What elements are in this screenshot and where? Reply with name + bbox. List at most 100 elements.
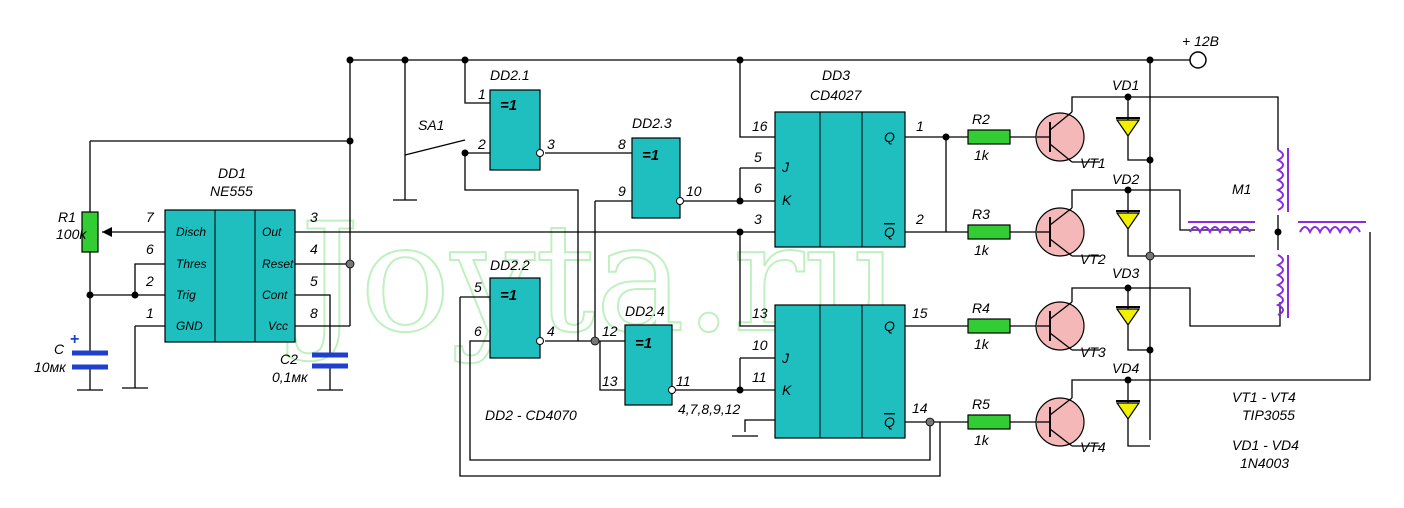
svg-text:Cont: Cont — [262, 288, 288, 302]
svg-text:6: 6 — [146, 241, 154, 257]
svg-text:DD2.3: DD2.3 — [632, 115, 672, 131]
transistor-vt3: VT3 — [1035, 301, 1106, 360]
dd1-ne555: DD1 NE555 Disch Thres Trig GND Out Reset… — [145, 165, 318, 343]
transistor-vt1: VT1 — [1035, 111, 1106, 171]
diode-vd2: VD2 — [1112, 171, 1141, 231]
svg-text:R3: R3 — [972, 206, 990, 222]
svg-text:J: J — [781, 159, 790, 175]
svg-text:GND: GND — [176, 319, 203, 333]
svg-text:Q: Q — [884, 318, 895, 334]
svg-text:10: 10 — [752, 337, 768, 353]
svg-text:4: 4 — [547, 323, 555, 339]
svg-text:100k: 100k — [56, 226, 87, 242]
component-notes: VT1 - VT4 TIP3055 VD1 - VD4 1N4003 — [1232, 389, 1299, 471]
svg-text:4,7,8,9,12: 4,7,8,9,12 — [678, 401, 740, 417]
svg-text:VD1 - VD4: VD1 - VD4 — [1232, 437, 1299, 453]
svg-text:1k: 1k — [974, 147, 990, 163]
svg-text:VD1: VD1 — [1112, 77, 1139, 93]
power-terminal: + 12В — [1182, 33, 1219, 69]
resistor-r4: R4 1k — [967, 300, 1011, 352]
dd1-ref: DD1 — [218, 165, 246, 181]
resistor-r2: R2 1k — [967, 111, 1011, 163]
svg-text:2: 2 — [145, 273, 154, 289]
svg-text:Out: Out — [262, 225, 282, 239]
svg-text:Vcc: Vcc — [268, 319, 288, 333]
svg-text:1k: 1k — [974, 242, 990, 258]
svg-text:3: 3 — [754, 211, 762, 227]
svg-text:10мк: 10мк — [34, 359, 67, 375]
svg-text:R2: R2 — [972, 111, 990, 127]
svg-text:DD2.4: DD2.4 — [625, 303, 665, 319]
r1-potentiometer: R1 100k — [56, 209, 112, 253]
svg-text:M1: M1 — [1232, 181, 1251, 197]
svg-text:16: 16 — [752, 118, 768, 134]
svg-text:Q: Q — [884, 224, 895, 240]
svg-text:12: 12 — [602, 323, 618, 339]
svg-text:=1: =1 — [642, 147, 659, 164]
svg-text:DD2.1: DD2.1 — [490, 67, 530, 83]
svg-text:R5: R5 — [972, 396, 990, 412]
svg-text:Reset: Reset — [262, 257, 294, 271]
svg-text:2: 2 — [915, 211, 924, 227]
svg-text:DD3: DD3 — [822, 67, 850, 83]
svg-text:+: + — [70, 331, 79, 348]
junction-dots — [86, 56, 1282, 427]
resistor-r3: R3 1k — [967, 206, 1011, 258]
svg-text:1k: 1k — [974, 432, 990, 448]
svg-text:VD3: VD3 — [1112, 265, 1139, 281]
svg-text:=1: =1 — [500, 97, 517, 114]
dd1-model: NE555 — [210, 183, 253, 199]
svg-text:VD2: VD2 — [1112, 171, 1139, 187]
svg-text:3: 3 — [547, 136, 555, 152]
svg-text:TIP3055: TIP3055 — [1242, 407, 1295, 423]
svg-text:=1: =1 — [500, 287, 517, 304]
svg-text:DD2.2: DD2.2 — [490, 257, 530, 273]
svg-text:C2: C2 — [280, 351, 298, 367]
power-label: + 12В — [1182, 33, 1219, 49]
gate-dd2-4: =1 DD2.4 12 13 11 — [602, 303, 691, 406]
svg-text:Q: Q — [884, 414, 895, 430]
svg-text:VT1: VT1 — [1080, 155, 1106, 171]
svg-text:9: 9 — [618, 183, 626, 199]
svg-text:1k: 1k — [974, 336, 990, 352]
gate-dd2-2: =1 DD2.2 5 6 4 — [474, 257, 555, 359]
svg-text:VD4: VD4 — [1112, 360, 1139, 376]
svg-text:K: K — [782, 382, 792, 398]
svg-text:VT4: VT4 — [1080, 439, 1106, 455]
svg-text:Disch: Disch — [176, 225, 206, 239]
svg-text:5: 5 — [754, 149, 762, 165]
svg-text:C: C — [54, 341, 65, 357]
svg-text:15: 15 — [912, 305, 928, 321]
svg-text:K: K — [782, 192, 792, 208]
svg-text:1: 1 — [478, 86, 486, 102]
svg-text:10: 10 — [686, 183, 702, 199]
svg-text:=1: =1 — [635, 335, 652, 352]
svg-text:2: 2 — [477, 136, 486, 152]
svg-text:VT3: VT3 — [1080, 344, 1106, 360]
svg-text:SA1: SA1 — [418, 117, 444, 133]
svg-text:R1: R1 — [58, 209, 76, 225]
diode-vd4: VD4 — [1112, 360, 1141, 421]
gate-dd2-3: =1 DD2.3 8 9 10 — [618, 115, 702, 219]
svg-text:14: 14 — [912, 400, 928, 416]
svg-text:11: 11 — [752, 369, 767, 385]
diode-vd1: VD1 — [1112, 77, 1141, 138]
svg-text:J: J — [781, 350, 790, 366]
svg-text:4: 4 — [310, 241, 318, 257]
svg-text:1: 1 — [916, 118, 924, 134]
gate-dd2-1: =1 DD2.1 1 2 3 — [477, 67, 555, 171]
svg-text:8: 8 — [310, 305, 318, 321]
svg-text:R4: R4 — [972, 300, 990, 316]
svg-text:8: 8 — [618, 136, 626, 152]
transistor-vt4: VT4 — [1035, 397, 1106, 455]
svg-text:Q: Q — [884, 129, 895, 145]
svg-text:VT1 - VT4: VT1 - VT4 — [1232, 389, 1296, 405]
dd3-cd4027-upper: DD3 CD4027 J K Q Q 16 5 6 3 1 2 — [752, 67, 924, 248]
svg-text:1N4003: 1N4003 — [1240, 455, 1289, 471]
svg-text:3: 3 — [310, 209, 318, 225]
svg-text:6: 6 — [754, 180, 762, 196]
svg-text:5: 5 — [474, 279, 482, 295]
svg-text:Thres: Thres — [176, 257, 207, 271]
svg-text:5: 5 — [310, 273, 318, 289]
